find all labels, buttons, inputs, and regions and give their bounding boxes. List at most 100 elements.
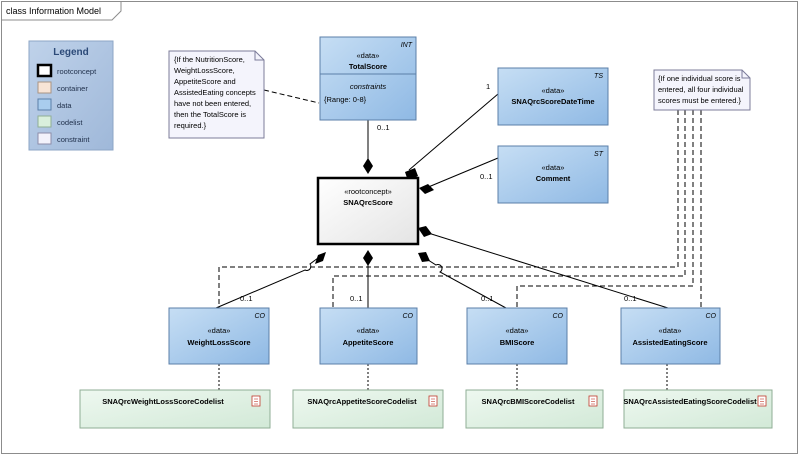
class-assisted-stereotype: «data» — [659, 326, 682, 335]
class-totalscore-type: INT — [401, 42, 413, 49]
legend-item-data: data — [57, 101, 72, 110]
class-bmi-type: CO — [553, 313, 564, 320]
class-root-box — [316, 176, 420, 246]
assoc-assisted — [424, 231, 669, 309]
class-datetime-stereotype: «data» — [542, 86, 565, 95]
assoc-comment — [425, 157, 499, 189]
note-individual-line: {If one individual score is — [658, 74, 741, 83]
legend-swatch-constraint — [37, 132, 52, 145]
legend-swatch-rootconcept — [36, 63, 53, 78]
class-assisted-type: CO — [706, 313, 717, 320]
legend-item-container: container — [57, 84, 88, 93]
class-totalscore[interactable]: INT «data» TotalScore constraints {Range… — [319, 36, 417, 121]
note-link-bmi — [516, 110, 694, 308]
class-totalscore-constraint: {Range: 0-8} — [324, 95, 367, 104]
legend-item-rootconcept: rootconcept — [57, 67, 97, 76]
assoc-datetime — [408, 93, 499, 171]
frame-tab — [1, 1, 122, 21]
class-bmiscore[interactable]: CO «data» BMIScore — [466, 307, 568, 365]
assoc-weight — [215, 257, 319, 309]
class-assisted-box — [620, 307, 721, 365]
assoc-bmi — [424, 257, 507, 309]
note-individual-line: entered, all four individual — [658, 85, 744, 94]
codelist-appetite-box — [292, 389, 444, 429]
note-link-weight — [218, 110, 679, 308]
class-totalscore-name: TotalScore — [349, 62, 387, 71]
class-bmi-stereotype: «data» — [506, 326, 529, 335]
mult-appetite: 0..1 — [350, 294, 363, 303]
note-link-appetite — [332, 110, 686, 308]
diamond-comment — [419, 184, 434, 194]
class-appetite-stereotype: «data» — [357, 326, 380, 335]
mult-assisted: 0..1 — [624, 294, 637, 303]
class-appetitescore[interactable]: CO «data» AppetiteScore — [319, 307, 418, 365]
class-bmi-name: BMIScore — [500, 338, 535, 347]
codelist-assistedeating[interactable]: SNAQrcAssistedEatingScoreCodelist — [623, 389, 773, 429]
diamond-bmi — [418, 252, 430, 262]
note-individual-line: scores must be entered.} — [658, 96, 741, 105]
class-bmi-box — [466, 307, 568, 365]
legend-swatch-data — [37, 98, 52, 111]
codelist-appetite[interactable]: SNAQrcAppetiteScoreCodelist — [292, 389, 444, 429]
class-comment-box — [497, 145, 609, 204]
note-total-line: AssistedEating concepts — [174, 88, 256, 97]
class-comment-name: Comment — [536, 174, 571, 183]
codelist-weightloss[interactable]: SNAQrcWeightLossScoreCodelist — [79, 389, 271, 429]
codelist-bmi-box — [465, 389, 604, 429]
class-root-name: SNAQrcScore — [343, 198, 393, 207]
class-appetite-type: CO — [403, 313, 414, 320]
class-comment-type: ST — [594, 151, 604, 158]
class-datetime-box — [497, 67, 609, 126]
class-weight-name: WeightLossScore — [187, 338, 250, 347]
class-datetime-name: SNAQrcScoreDateTime — [511, 97, 594, 106]
note-individual-shape — [653, 69, 751, 111]
note-link-total — [263, 89, 320, 104]
codelist-bmi[interactable]: SNAQrcBMIScoreCodelist — [465, 389, 604, 429]
class-totalscore-section: constraints — [350, 82, 387, 91]
note-total-line: WeightLossScore, — [174, 66, 235, 75]
diamond-total — [363, 158, 373, 174]
frame-title: class Information Model — [6, 6, 101, 16]
note-individual-constraint[interactable]: {If one individual score is entered, all… — [653, 69, 751, 111]
class-comment[interactable]: ST «data» Comment — [497, 145, 609, 204]
connectors — [215, 89, 702, 390]
class-snaqrcscoredatetime[interactable]: TS «data» SNAQrcScoreDateTime — [497, 67, 609, 126]
codelist-assisted-name: SNAQrcAssistedEatingScoreCodelist — [623, 397, 757, 406]
class-assisted-name: AssistedEatingScore — [632, 338, 707, 347]
legend: Legend rootconcept container data codeli… — [28, 40, 114, 151]
legend-title: Legend — [53, 47, 89, 58]
mult-total: 0..1 — [377, 123, 390, 132]
class-weight-type: CO — [255, 313, 266, 320]
note-total-line: AppetiteScore and — [174, 77, 236, 86]
note-total-constraint[interactable]: {If the NutritionScore, WeightLossScore,… — [168, 50, 265, 139]
class-weightlossscore[interactable]: CO «data» WeightLossScore — [168, 307, 270, 365]
codelist-weight-name: SNAQrcWeightLossScoreCodelist — [102, 397, 224, 406]
class-comment-stereotype: «data» — [542, 163, 565, 172]
legend-swatch-codelist — [37, 115, 52, 128]
diamond-appetite — [363, 250, 373, 266]
codelist-document-icon — [757, 395, 767, 407]
codelist-assisted-box — [623, 389, 773, 429]
note-total-shape — [168, 50, 265, 139]
codelist-document-icon — [588, 395, 598, 407]
legend-item-codelist: codelist — [57, 118, 83, 127]
codelist-weight-box — [79, 389, 271, 429]
class-snaqrcscore-root[interactable]: «rootconcept» SNAQrcScore — [316, 176, 420, 246]
mult-weight: 0..1 — [240, 294, 253, 303]
class-root-stereotype: «rootconcept» — [344, 187, 392, 196]
diamond-assisted — [418, 226, 432, 237]
codelist-bmi-name: SNAQrcBMIScoreCodelist — [482, 397, 575, 406]
note-total-fold — [254, 51, 264, 61]
legend-item-constraint: constraint — [57, 135, 90, 144]
note-total-line: have not been entered, — [174, 99, 251, 108]
class-weight-box — [168, 307, 270, 365]
class-assistedeatingscore[interactable]: CO «data» AssistedEatingScore — [620, 307, 721, 365]
note-individual-fold — [741, 70, 750, 79]
diamond-weight — [315, 252, 326, 264]
note-total-line: then the TotalScore is — [174, 110, 246, 119]
class-appetite-box — [319, 307, 418, 365]
class-totalscore-box — [319, 36, 417, 121]
mult-comment: 0..1 — [480, 172, 493, 181]
